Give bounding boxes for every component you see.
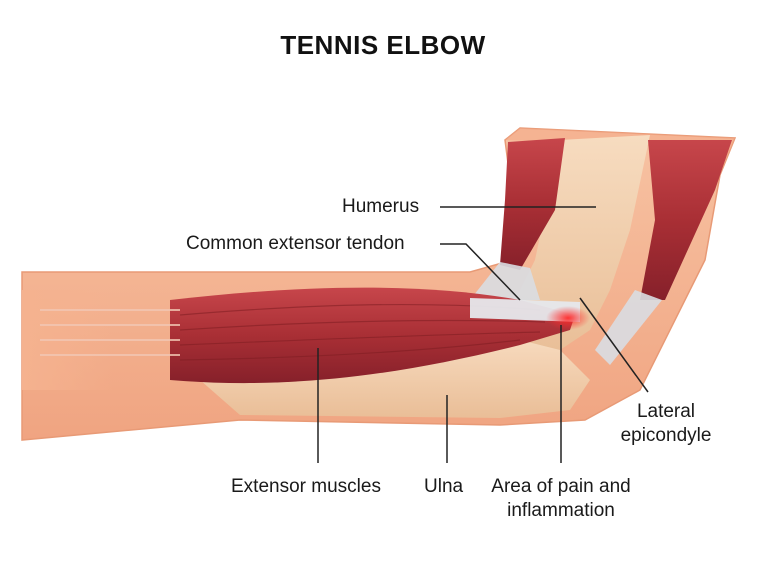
label-lateral-line2: epicondyle (620, 425, 712, 446)
label-lateral-epicondyle: Lateral epicondyle (608, 400, 724, 448)
label-ulna: Ulna (424, 476, 464, 497)
label-pain-line2: inflammation (507, 500, 615, 521)
label-area-of-pain: Area of pain and inflammation (478, 475, 644, 523)
label-common-extensor-tendon: Common extensor tendon (186, 233, 405, 254)
page-title: TENNIS ELBOW (280, 30, 486, 60)
humerus-bone (515, 135, 650, 350)
label-extensor-muscles: Extensor muscles (231, 476, 381, 497)
triceps-muscle (640, 140, 732, 300)
label-lateral-line1: Lateral (636, 401, 696, 422)
biceps-muscle (500, 138, 565, 270)
leader-lines (317, 206, 649, 463)
label-humerus: Humerus (342, 196, 420, 217)
triceps-tendon (595, 290, 662, 365)
label-pain-line1: Area of pain and (491, 476, 631, 497)
wrist-tendon-lines (40, 309, 180, 356)
biceps-tendon (470, 262, 540, 300)
lateral-epicondyle-leader (579, 297, 649, 393)
tendon-leader (440, 243, 521, 301)
ulna-bone (200, 340, 590, 418)
inflammation-area (546, 306, 590, 330)
